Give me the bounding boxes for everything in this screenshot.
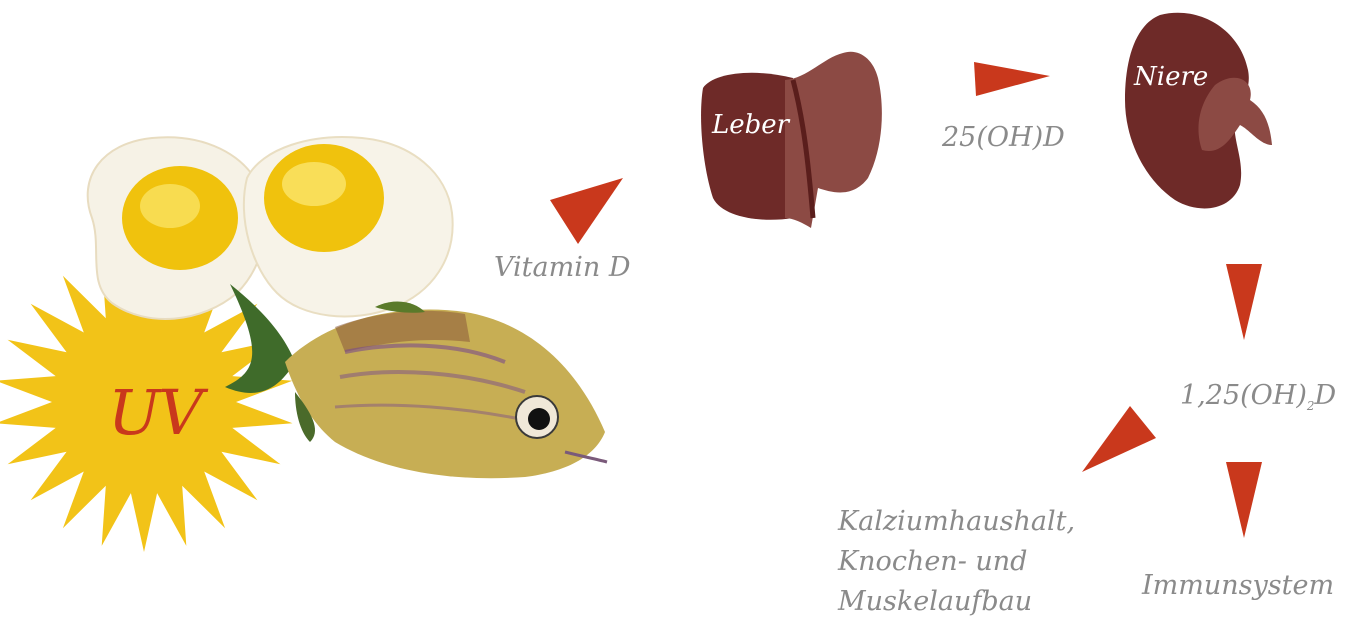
outcome-line-3: Muskelaufbau (838, 582, 1075, 622)
immunsystem-label: Immunsystem (1142, 570, 1334, 601)
arrow-to-leber (548, 178, 628, 248)
125-oh2-d-tail: D (1315, 380, 1337, 411)
arrow-to-active-form (1226, 264, 1266, 344)
25-oh-d-label: 25(OH)D (942, 122, 1065, 153)
125-oh2-d-sub: 2 (1307, 399, 1315, 413)
125-oh2-d-label: 1,25(OH)2D (1180, 380, 1336, 413)
arrow-to-niere (974, 62, 1054, 102)
leber-label: Leber (712, 110, 789, 140)
uv-label: UV (108, 376, 201, 449)
kidney-icon (1120, 10, 1280, 210)
fish-icon (225, 282, 625, 502)
vitamin-d-label: Vitamin D (494, 252, 630, 283)
outcome-line-2: Knochen- und (838, 542, 1075, 582)
arrow-to-calcium (1080, 406, 1160, 476)
125-oh2-d-main: 1,25(OH) (1180, 380, 1307, 411)
niere-label: Niere (1134, 62, 1208, 92)
calcium-outcome-text: Kalziumhaushalt, Knochen- und Muskelaufb… (838, 502, 1075, 622)
outcome-line-1: Kalziumhaushalt, (838, 502, 1075, 542)
arrow-to-immune (1226, 462, 1266, 542)
